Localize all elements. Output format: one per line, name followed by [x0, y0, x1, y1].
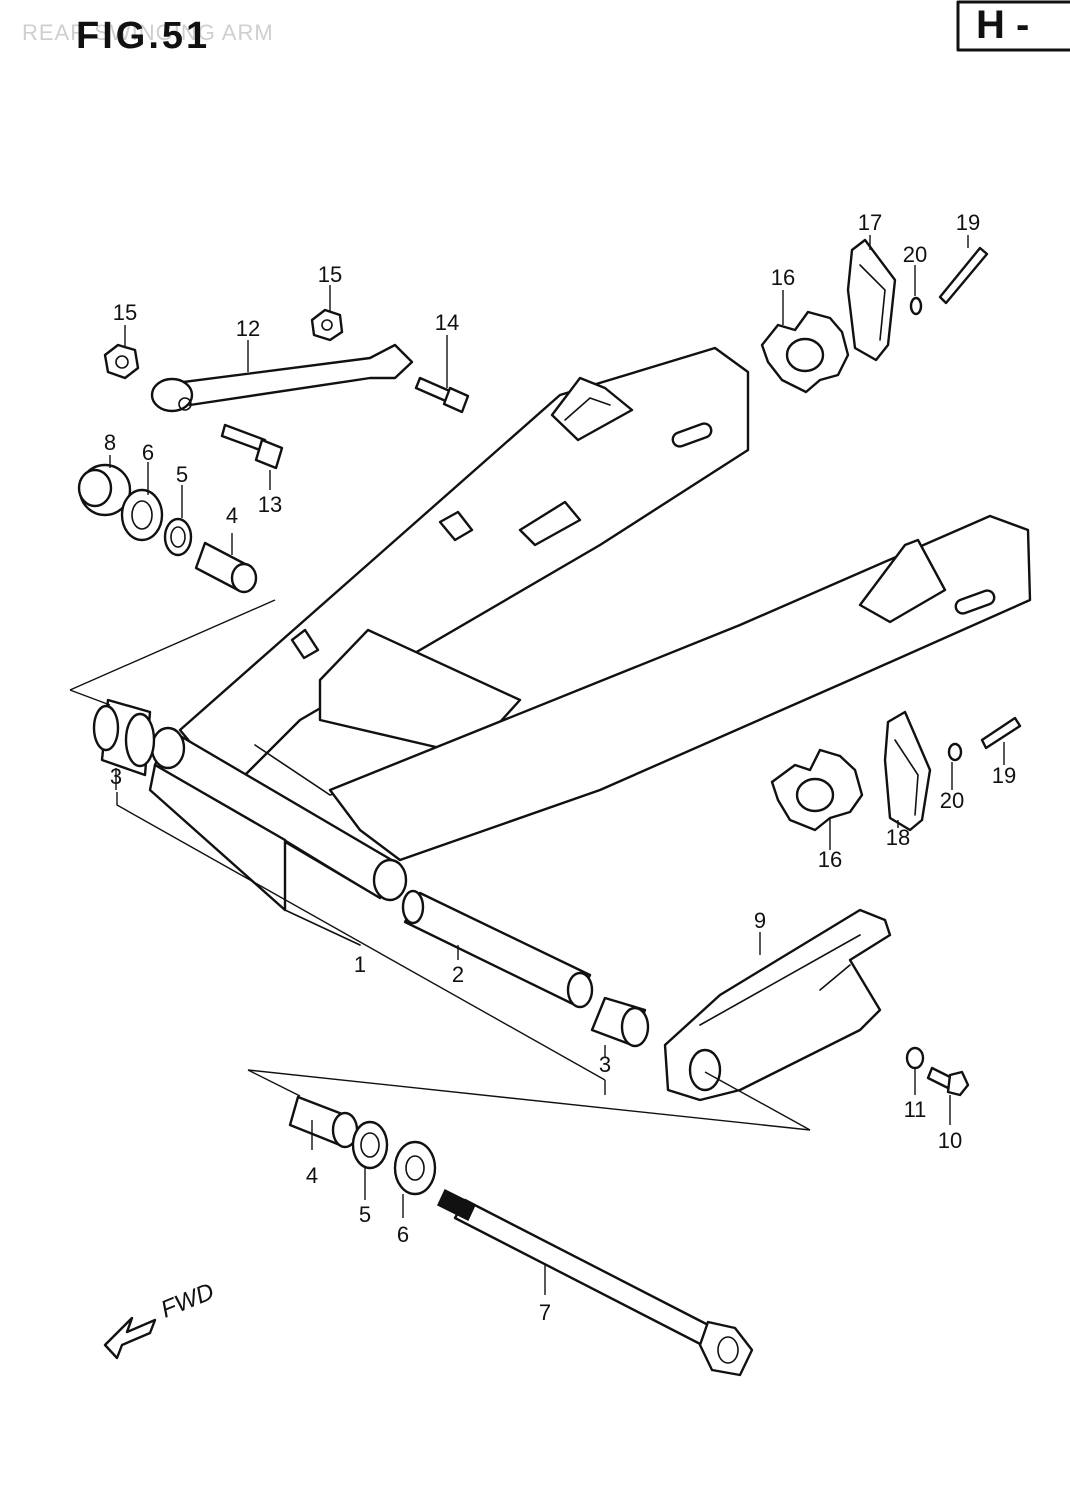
spacer-4-lower	[288, 1095, 359, 1149]
callout-20-lower: 20	[940, 788, 964, 813]
adjuster-plate-16-upper	[760, 310, 850, 394]
bolt-10	[926, 1066, 970, 1097]
callout-6-upper: 6	[142, 440, 154, 465]
callout-14: 14	[435, 310, 459, 335]
callout-4-lower: 4	[306, 1163, 318, 1188]
callout-12: 12	[236, 316, 260, 341]
callout-5-lower: 5	[359, 1202, 371, 1227]
callout-11: 11	[904, 1097, 927, 1122]
adjuster-cover-17	[846, 238, 897, 362]
callout-17: 17	[858, 210, 882, 235]
bolt-13	[220, 423, 284, 470]
callout-2: 2	[452, 962, 464, 987]
callout-7: 7	[539, 1300, 551, 1325]
callout-8: 8	[104, 430, 116, 455]
washer-5-upper	[163, 517, 193, 557]
washer-6-lower	[393, 1140, 437, 1196]
section-box-label: H -	[976, 3, 1029, 47]
callout-15-left: 15	[113, 300, 137, 325]
callout-numbers: 1 2 3 3 4 4 5 5 6 6 7 8 9 10 11 12 13 14…	[104, 210, 1016, 1325]
callout-3-right: 3	[599, 1052, 611, 1077]
callout-16-lower: 16	[818, 847, 842, 872]
leader-lines	[69, 235, 1005, 1295]
cap-nut-8	[77, 463, 132, 517]
callout-6-lower: 6	[397, 1222, 409, 1247]
callout-16-upper: 16	[771, 265, 795, 290]
callout-3-left: 3	[110, 764, 122, 789]
bolt-19-lower	[980, 716, 1022, 750]
bolt-19-upper	[938, 246, 989, 305]
callout-1: 1	[354, 952, 366, 977]
washer-5-lower	[351, 1120, 389, 1170]
bolt-14	[414, 376, 470, 414]
callout-4-upper: 4	[226, 503, 238, 528]
callout-9: 9	[754, 908, 766, 933]
spacer-4-upper	[194, 541, 258, 594]
callout-19-upper: 19	[956, 210, 980, 235]
callout-19-lower: 19	[992, 763, 1016, 788]
fwd-arrow-icon	[103, 1316, 157, 1360]
bearing-3-right	[590, 996, 650, 1048]
callout-20-upper: 20	[903, 242, 927, 267]
bearing-3-left	[92, 698, 156, 777]
torque-link	[150, 343, 414, 413]
faded-title: REAR SWINGING ARM	[22, 20, 274, 45]
section-box: H -	[956, 0, 1070, 52]
figure-label: FIG.51	[76, 15, 210, 57]
callout-15-top: 15	[318, 262, 342, 287]
nut-15-left	[103, 343, 140, 380]
callout-5-upper: 5	[176, 462, 188, 487]
callout-10: 10	[938, 1128, 962, 1153]
callout-18: 18	[886, 825, 910, 850]
pivot-axle-7	[437, 1188, 754, 1377]
swingarm-body	[148, 346, 1032, 946]
spacer-2	[401, 889, 594, 1009]
adjuster-cover-18	[883, 710, 932, 832]
adjuster-plate-16-lower	[770, 748, 864, 832]
washer-6-upper	[120, 488, 164, 542]
nut-15-top	[310, 308, 344, 342]
chain-guard-9	[663, 908, 892, 1102]
fwd-label: FWD	[157, 1278, 218, 1324]
callout-13: 13	[258, 492, 282, 517]
washer-11	[905, 1046, 925, 1070]
washer-20-upper	[909, 296, 923, 316]
washer-20-lower	[947, 742, 963, 762]
